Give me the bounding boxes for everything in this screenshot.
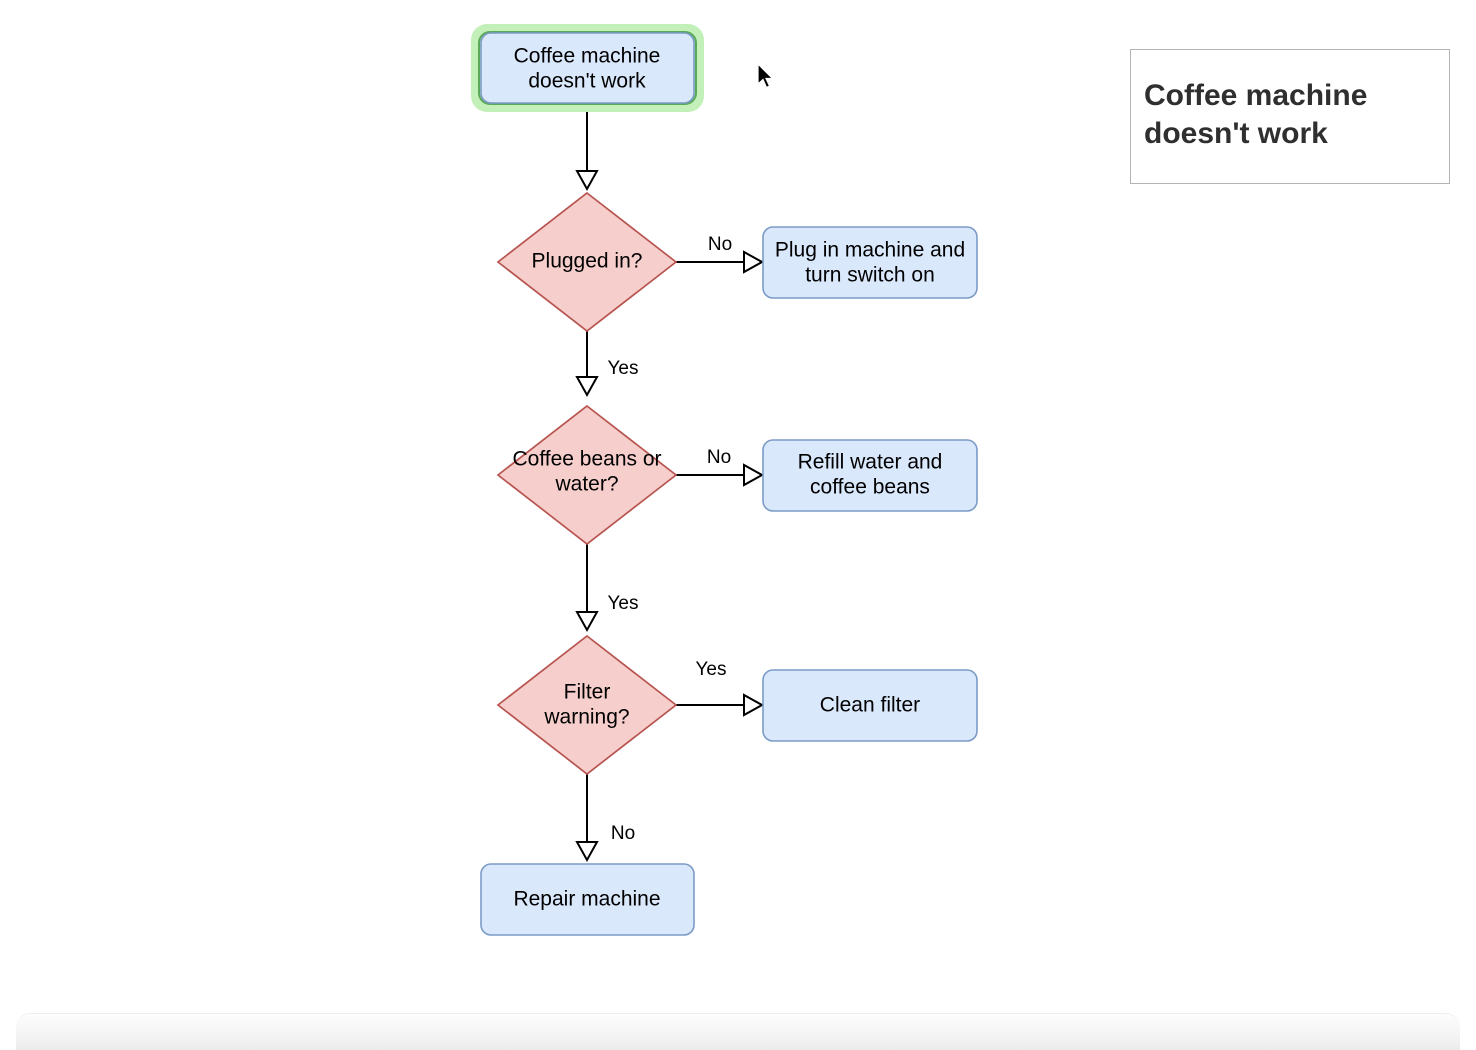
node-refill-water-and-coffee-beans[interactable]: Refill water and coffee beans (762, 439, 978, 512)
node-shape[interactable] (496, 634, 678, 776)
node-label: Clean filter (820, 694, 920, 717)
title-panel[interactable]: Coffee machine doesn't work (1130, 49, 1450, 184)
node-label-line1: Refill water and (798, 451, 943, 474)
node-shape[interactable] (762, 669, 978, 742)
edge-beans-to-refill[interactable]: No (676, 447, 765, 487)
node-shape[interactable] (762, 439, 978, 512)
node-label-line1: Coffee beans or (512, 448, 661, 471)
node-coffee-machine-doesnt-work[interactable]: Coffee machine doesn't work (471, 24, 704, 112)
node-shape[interactable] (480, 863, 695, 936)
edge-start-to-plugged[interactable] (575, 104, 599, 192)
node-plug-in-machine[interactable]: Plug in machine and turn switch on (762, 226, 978, 299)
node-label-line2: doesn't work (528, 70, 646, 93)
node-filter-warning[interactable]: Filter warning? (496, 634, 678, 776)
node-clean-filter[interactable]: Clean filter (762, 669, 978, 742)
node-label-line2: turn switch on (805, 264, 935, 287)
node-repair-machine[interactable]: Repair machine (480, 863, 695, 936)
node-shape[interactable] (480, 32, 695, 104)
node-shape[interactable] (762, 226, 978, 299)
edge-label-yes: Yes (608, 358, 639, 379)
node-label: Plugged in? (532, 250, 643, 273)
node-label: Repair machine (513, 888, 660, 911)
edge-label-no: No (611, 823, 635, 844)
node-label-line2: warning? (543, 706, 629, 729)
edge-label-yes: Yes (696, 659, 727, 680)
node-label-line1: Coffee machine (514, 45, 661, 68)
edge-filter-to-repair[interactable]: No (575, 774, 635, 863)
edge-label-yes: Yes (608, 593, 639, 614)
edge-beans-to-filter[interactable]: Yes (575, 544, 639, 633)
edge-label-no: No (708, 234, 732, 255)
node-label-line2: water? (554, 473, 618, 496)
node-coffee-beans-or-water[interactable]: Coffee beans or water? (496, 404, 678, 546)
node-label-line1: Filter (564, 681, 611, 704)
node-label-line2: coffee beans (810, 476, 930, 499)
node-plugged-in[interactable]: Plugged in? (496, 191, 678, 333)
node-shape[interactable] (496, 404, 678, 546)
selection-ring (478, 31, 697, 105)
title-panel-text: Coffee machine doesn't work (1144, 79, 1368, 150)
edge-filter-to-clean[interactable]: Yes (676, 659, 765, 717)
edge-plugged-to-beans[interactable]: Yes (575, 331, 639, 398)
node-shape[interactable] (496, 191, 678, 333)
node-label-line1: Plug in machine and (775, 239, 965, 262)
bottom-toolbar[interactable] (16, 1013, 1460, 1050)
edge-plugged-to-plugfix[interactable]: No (676, 234, 765, 274)
edge-label-no: No (707, 447, 731, 468)
